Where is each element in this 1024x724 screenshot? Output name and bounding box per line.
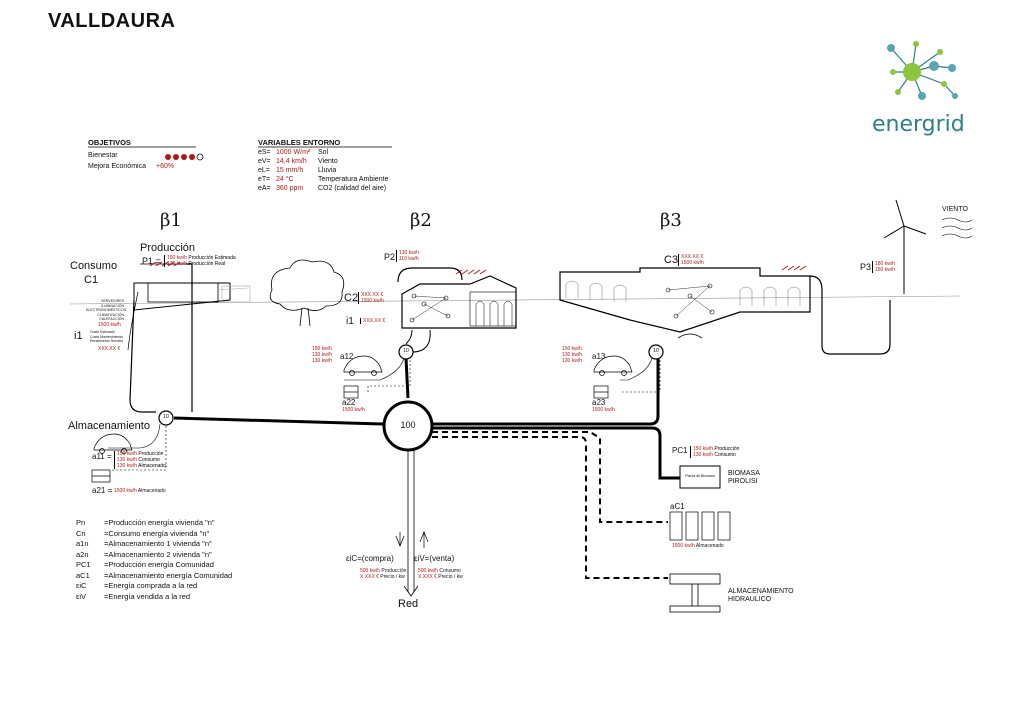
produccion-label: Producción [140, 242, 196, 254]
p3-symbol: P3 [860, 262, 872, 272]
a21-value: 1500 kw/h Almacenado [114, 488, 166, 494]
tree-icon [269, 259, 345, 327]
p1-values: 150 kw/h Producción Estimada 130 kw/h Pr… [164, 255, 236, 267]
compra-values: 500 kw/h Producción X.XXX € Precio / kw [360, 568, 407, 580]
battery-icon [91, 385, 731, 541]
beta-3-label: β3 [660, 210, 682, 231]
biomasa-box [679, 465, 721, 489]
p2-symbol: P2 [384, 252, 396, 262]
i1-value: XXX.XX € [98, 346, 121, 352]
a11-values: 150 kw/h Producción 130 kw/h Consumo 130… [114, 451, 166, 469]
legend: Pn=Producción energía vivienda "n" Cn=Co… [76, 518, 232, 602]
bienestar-label: Bienestar [88, 152, 118, 159]
car3-values: 150 kw/h 130 kw/h 130 kw/h [562, 346, 583, 364]
legend-item: Cn=Consumo energía vivienda "n" [76, 528, 210, 538]
red-label: Red [398, 598, 419, 610]
ac1-value: 1500 kw/h Almacenado [672, 543, 724, 549]
energy-network [173, 357, 680, 480]
hydraulic-storage-icon [669, 573, 721, 613]
hub-2-value: 10 [403, 348, 409, 354]
legend-item: a2n=Almacenamiento 2 vivienda "n" [76, 549, 212, 559]
p1-symbol: P1 = [142, 256, 161, 266]
biomasa-box-text: Planta de Biomasa [685, 474, 715, 478]
legend-item: Pn=Producción energía vivienda "n" [76, 518, 215, 527]
beta-1-label: β1 [160, 210, 182, 231]
house-3-building [559, 265, 811, 339]
consumo-total: 1500 kw/h [98, 322, 121, 328]
a22-value: 1500 kw/h [342, 407, 365, 413]
energrid-logo-icon [887, 41, 958, 100]
pc1-symbol: PC1 [672, 446, 688, 455]
hub-house-3 [648, 344, 664, 360]
legend-item: a1n=Almacenamiento 1 vivienda "n" [76, 539, 212, 548]
beta-2-label: β2 [410, 210, 432, 231]
legend-item: εiC=Energía comprada a la red [76, 581, 198, 590]
legend-item: PC1=Producción energía Comunidad [76, 560, 214, 569]
variables-heading: VARIABLES ENTORNO [258, 138, 341, 147]
hub-house-1 [158, 410, 174, 426]
a23-value: 1500 kw/h [592, 407, 615, 413]
a22-symbol: a22 [342, 398, 356, 407]
c3-values: XXX.XX € 1500 kw/h [678, 254, 704, 266]
wind-turbine-icon [883, 199, 973, 294]
legend-item: aC1=Almacenamiento energía Comunidad [76, 570, 233, 580]
car-icon [93, 355, 633, 454]
venta-label: εiV=(venta) [414, 554, 455, 563]
mejora-value: +60% [156, 163, 175, 170]
a23-symbol: a23 [592, 398, 606, 407]
legend-item: εiV=Energía vendida a la red [76, 591, 191, 601]
a21-symbol: a21 = [92, 486, 113, 495]
hub-3-value: 10 [653, 348, 659, 354]
car2-values: 150 kw/h 130 kw/h 130 kw/h [312, 346, 333, 364]
a12-symbol: a12 [340, 352, 354, 361]
i1-symbol: i1 [74, 330, 83, 342]
hub-1-value: 10 [163, 414, 169, 420]
compra-label: εiC=(compra) [346, 554, 394, 563]
pc1-values: 150 kw/h Producción 130 kw/h Consumo [690, 446, 739, 458]
i2-value: XXX.XX € [360, 318, 385, 324]
a13-symbol: a13 [592, 352, 606, 361]
objetivos-heading: OBJETIVOS [88, 138, 131, 147]
c2-symbol: C2 [344, 292, 359, 304]
c3-symbol: C3 [664, 254, 679, 266]
house-2-building [401, 269, 517, 329]
consumo-items: SERVIDORES ILUMINACIÓN ELECTRODOMÉSTICOS… [86, 299, 127, 321]
viento-label: VIENTO [942, 206, 968, 213]
brand-name: energrid [872, 112, 965, 137]
consumo-label: Consumo [70, 260, 118, 272]
hub-house-2 [398, 344, 414, 360]
biomasa-label: BIOMASA PIROLISI [728, 470, 760, 485]
page-title: VALLDAURA [48, 10, 176, 32]
p3-values: 180 kw/h 150 kw/h [872, 261, 895, 273]
almacenamiento-label: Almacenamiento [68, 420, 150, 432]
c1-symbol: C1 [84, 274, 99, 286]
i2-symbol: i1 [346, 316, 354, 327]
grid-link [432, 431, 668, 579]
ac1-symbol: aC1 [670, 502, 685, 511]
venta-values: 500 kw/h Consumo X.XXX € Precio / kw [418, 568, 463, 580]
c2-values: XXX.XX € 1500 kw/h [358, 292, 384, 304]
mejora-label: Mejora Económica [88, 163, 146, 170]
bienestar-rating [165, 153, 204, 161]
central-hub-value: 100 [400, 420, 416, 430]
i1-notes: Coste Estimado Coste Mantenimiento Rendi… [90, 330, 124, 343]
a11-symbol: a11 = [92, 452, 112, 461]
hidraulico-label: ALMACENAMIENTO HIDRAULICO [728, 588, 794, 603]
p2-values: 130 kw/h 110 kw/h [396, 250, 419, 262]
